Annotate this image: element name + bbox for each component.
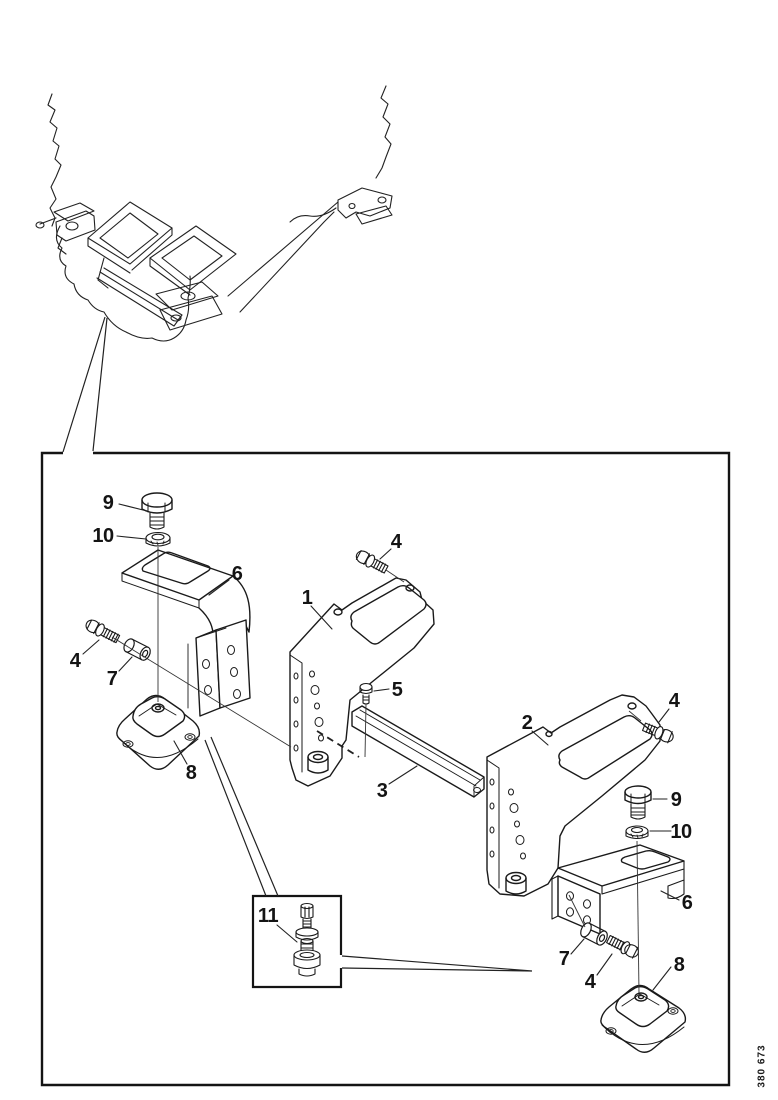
- detail-view-border: [40, 451, 731, 1087]
- part-2-bracket: [486, 694, 661, 897]
- callout-7-left: 7: [106, 668, 118, 690]
- part-8-mount-left: [116, 694, 201, 770]
- callout-6-right: 6: [681, 892, 693, 914]
- callout-9-right: 9: [670, 789, 682, 811]
- part-4-bolt-right-bottom: [606, 934, 639, 959]
- callout-9-left: 9: [102, 492, 114, 514]
- zoom-indicator-lines-inset: [204, 736, 533, 972]
- part-4-bolt-left: [85, 619, 121, 644]
- callout-5: 5: [391, 679, 403, 701]
- callout-6-left: 6: [231, 563, 243, 585]
- callout-11: 11: [257, 905, 279, 927]
- part-10-washer-left: [145, 531, 171, 547]
- callout-10-right: 10: [670, 821, 692, 843]
- callout-8-left: 8: [185, 762, 197, 784]
- part-11-stud: [293, 902, 321, 977]
- callout-4-right: 4: [668, 690, 680, 712]
- part-10-washer-right: [625, 825, 649, 840]
- callout-4-left: 4: [69, 650, 81, 672]
- part-5-screw: [359, 682, 373, 705]
- callout-3: 3: [376, 780, 388, 802]
- part-9-bolt-right: [624, 785, 652, 820]
- part-7-bushing-right: [580, 922, 608, 946]
- callout-10-left: 10: [92, 525, 114, 547]
- callout-8-right: 8: [673, 954, 685, 976]
- overview-drawing: [35, 85, 393, 342]
- part-4-bolt-right: [641, 722, 674, 744]
- callout-leader-lines: [82, 503, 680, 991]
- callout-4-right-bottom: 4: [584, 971, 596, 993]
- part-6-bracket-right: [551, 844, 685, 935]
- callout-2: 2: [521, 712, 533, 734]
- callout-1: 1: [301, 587, 313, 609]
- part-1-bracket: [289, 577, 435, 787]
- callout-7-right: 7: [558, 948, 570, 970]
- part-6-bracket-left: [121, 549, 251, 717]
- part-4-bolt-top: [355, 549, 389, 574]
- zoom-indicator-lines-top: [62, 316, 108, 453]
- inset-box-border: [251, 894, 343, 989]
- part-8-mount-right: [600, 984, 687, 1053]
- dash-axis-line: [316, 730, 360, 758]
- callout-4-top: 4: [390, 531, 402, 553]
- part-3-rail: [351, 705, 485, 798]
- figure-number: 380 673: [756, 1044, 768, 1088]
- part-9-bolt-left: [141, 492, 173, 530]
- assembly-axis-lines: [111, 547, 642, 994]
- part-7-bushing-left: [123, 638, 151, 661]
